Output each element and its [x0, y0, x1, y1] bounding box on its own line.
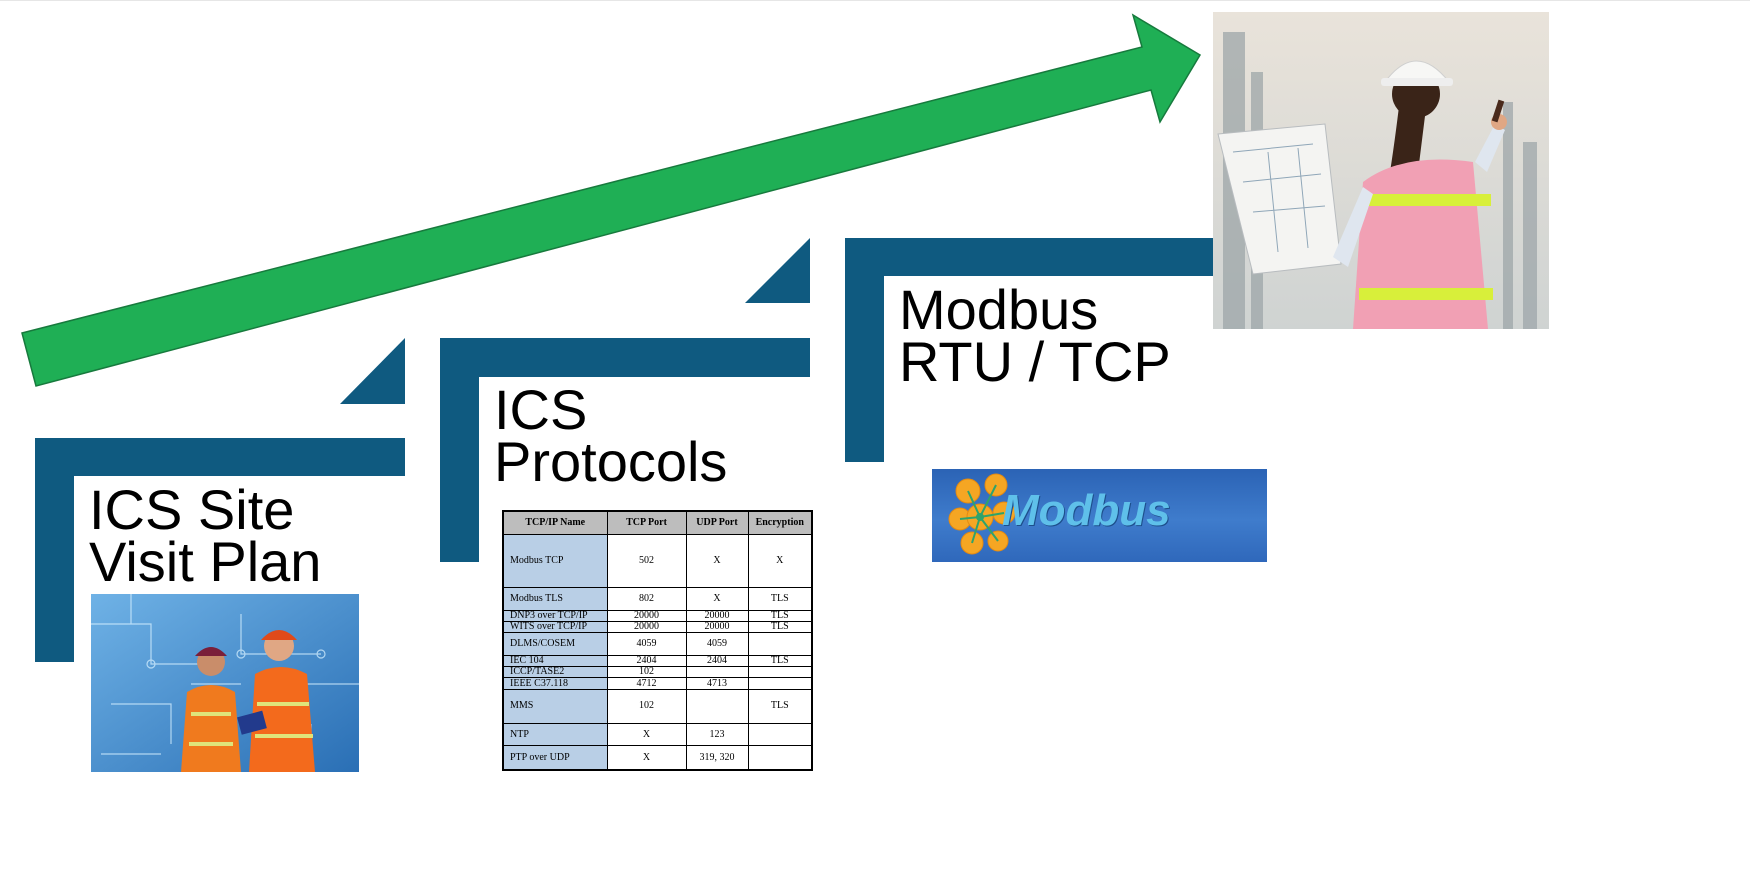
table-cell: 102: [606, 666, 687, 679]
table-cell: TLS: [747, 620, 813, 634]
modbus-logo-text: Modbus: [1002, 486, 1171, 535]
table-row: MMS 102 TLS: [502, 688, 813, 724]
table-cell: X: [685, 534, 749, 588]
table-cell: X: [685, 586, 749, 611]
step-3-title-line: RTU / TCP: [899, 330, 1171, 393]
table-cell: 4059: [606, 631, 687, 657]
table-cell: [685, 688, 749, 724]
table-cell: 502: [606, 534, 687, 588]
step-1-bracket: [35, 438, 405, 662]
column-header: Encryption: [747, 510, 813, 535]
step-2-title-line: ICS: [494, 378, 588, 441]
table-cell: 4059: [685, 631, 749, 657]
engineer-with-blueprint-photo: [1213, 12, 1549, 329]
step-3-bracket: [845, 238, 1215, 462]
table-cell: ICCP/TASE2: [502, 666, 608, 679]
step-2-title: ICS Protocols: [494, 378, 728, 493]
table-cell: DLMS/COSEM: [502, 631, 608, 657]
table-row: DLMS/COSEM 4059 4059: [502, 631, 813, 657]
table-cell: [747, 666, 813, 679]
table-row: IEC 104 2404 2404 TLS: [502, 655, 813, 668]
table-cell: 802: [606, 586, 687, 611]
table-cell: 4713: [685, 677, 749, 690]
engineers-control-room-photo: [91, 594, 359, 772]
table-cell: 20000: [685, 620, 749, 634]
column-header: TCP Port: [606, 510, 687, 535]
table-cell: TLS: [747, 586, 813, 611]
table-cell: PTP over UDP: [502, 745, 608, 771]
table-row: Modbus TCP 502 X X: [502, 534, 813, 588]
table-row: IEEE C37.118 4712 4713: [502, 677, 813, 690]
table-cell: 20000: [685, 609, 749, 622]
table-cell: IEC 104: [502, 655, 608, 668]
modbus-network-icon: [948, 473, 1016, 555]
table-cell: 123: [685, 722, 749, 747]
column-header: TCP/IP Name: [502, 510, 608, 535]
table-cell: WITS over TCP/IP: [502, 620, 608, 634]
table-cell: IEEE C37.118: [502, 677, 608, 690]
table-cell: [747, 722, 813, 747]
table-cell: 102: [606, 688, 687, 724]
step-1-title-line: Visit Plan: [89, 530, 322, 593]
step-1-triangle: [340, 338, 405, 404]
table-cell: 2404: [606, 655, 687, 668]
top-border: [0, 0, 1750, 1]
table-cell: 2404: [685, 655, 749, 668]
step-3-title-line: Modbus: [899, 278, 1099, 341]
step-1-title: ICS Site Visit Plan: [89, 478, 322, 593]
table-cell: [685, 666, 749, 679]
table-cell: TLS: [747, 655, 813, 668]
table-cell: X: [747, 534, 813, 588]
ics-protocol-table: TCP/IP Name TCP Port UDP Port Encryption…: [502, 510, 813, 771]
table-cell: X: [606, 722, 687, 747]
growth-arrow: [21, 13, 1202, 387]
table-cell: 319, 320: [685, 745, 749, 771]
table-row: Modbus TLS 802 X TLS: [502, 586, 813, 611]
table-row: ICCP/TASE2 102: [502, 666, 813, 679]
table-cell: [747, 677, 813, 690]
table-cell: NTP: [502, 722, 608, 747]
step-2-bracket: [440, 338, 810, 562]
column-header: UDP Port: [685, 510, 749, 535]
table-cell: Modbus TCP: [502, 534, 608, 588]
step-2-triangle: [745, 238, 810, 303]
table-cell: Modbus TLS: [502, 586, 608, 611]
table-row: WITS over TCP/IP 20000 20000 TLS: [502, 620, 813, 634]
table-cell: [747, 745, 813, 771]
table-header-row: TCP/IP Name TCP Port UDP Port Encryption: [502, 510, 813, 535]
table-cell: TLS: [747, 609, 813, 622]
table-cell: [747, 631, 813, 657]
table-row: PTP over UDP X 319, 320: [502, 745, 813, 771]
step-1-title-line: ICS Site: [89, 478, 295, 541]
table-row: NTP X 123: [502, 722, 813, 747]
step-3-title: Modbus RTU / TCP: [899, 278, 1171, 393]
table-row: DNP3 over TCP/IP 20000 20000 TLS: [502, 609, 813, 622]
modbus-logo: Modbus: [932, 469, 1267, 562]
table-cell: TLS: [747, 688, 813, 724]
step-2-title-line: Protocols: [494, 430, 728, 493]
table-cell: 20000: [606, 620, 687, 634]
table-cell: 20000: [606, 609, 687, 622]
table-cell: MMS: [502, 688, 608, 724]
table-cell: 4712: [606, 677, 687, 690]
table-cell: X: [606, 745, 687, 771]
table-cell: DNP3 over TCP/IP: [502, 609, 608, 622]
